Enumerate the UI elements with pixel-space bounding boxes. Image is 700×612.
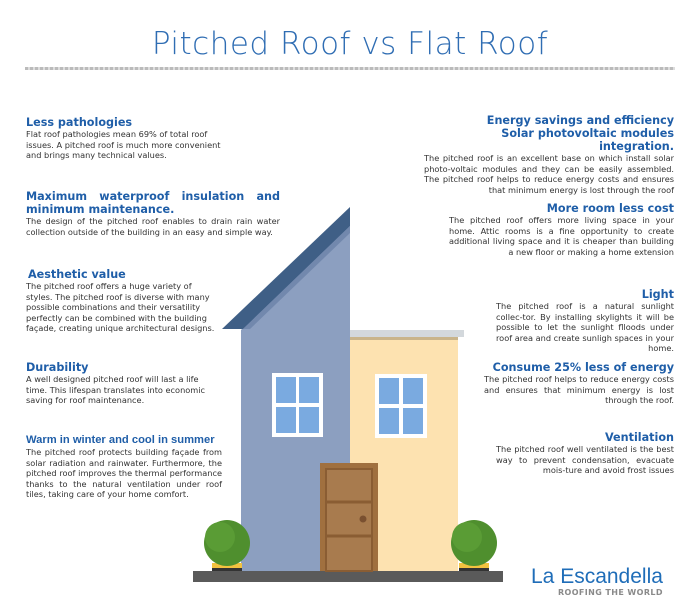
benefit-heading: Durability — [26, 361, 89, 374]
benefit-heading: More room less cost — [546, 202, 674, 215]
benefit-waterproof: Maximum waterproof insulation and minimu… — [26, 190, 280, 237]
benefit-consume-less: Consume 25% less of energy The pitched r… — [484, 361, 674, 406]
benefit-heading: Maximum waterproof insulation and minimu… — [26, 190, 280, 216]
brand-tagline: ROOFING THE WORLD — [557, 588, 663, 597]
benefit-more-room: More room less cost The pitched roof off… — [449, 202, 674, 257]
bush-left — [204, 520, 250, 571]
benefit-heading: Ventilation — [605, 431, 674, 444]
benefit-ventilation: Ventilation The pitched roof well ventil… — [496, 431, 674, 476]
benefit-less-pathologies: Less pathologies Flat roof pathologies m… — [26, 116, 236, 161]
benefit-heading: Energy savings and efficiency Solar phot… — [486, 114, 674, 153]
benefit-body: A well designed pitched roof will last a… — [26, 374, 206, 406]
ground — [193, 571, 503, 582]
door — [320, 463, 378, 572]
title-divider — [25, 67, 675, 70]
benefit-aesthetic: Aesthetic value The pitched roof offers … — [26, 268, 216, 334]
benefit-body: The pitched roof is an excellent base on… — [424, 153, 674, 195]
brand-name: La Escandella — [531, 565, 663, 588]
bush-right — [451, 520, 497, 571]
benefit-heading: Warm in winter and cool in summer — [26, 434, 215, 446]
benefit-heading: Light — [641, 288, 674, 301]
door-knob — [359, 515, 367, 523]
benefit-body: The pitched roof helps to reduce energy … — [484, 374, 674, 406]
window-left — [272, 373, 323, 437]
benefit-body: Flat roof pathologies mean 69% of total … — [26, 129, 221, 161]
benefit-body: The pitched roof offers a huge variety o… — [26, 281, 215, 334]
benefit-body: The pitched roof offers more living spac… — [449, 215, 674, 257]
benefit-body: The pitched roof well ventilated is the … — [496, 444, 674, 476]
benefit-heading: Aesthetic value — [28, 268, 126, 281]
benefit-energy-solar: Energy savings and efficiency Solar phot… — [424, 114, 674, 195]
benefit-body: The pitched roof is a natural sunlight c… — [496, 301, 674, 354]
benefit-heading: Less pathologies — [26, 116, 133, 129]
window-right — [375, 374, 427, 438]
benefit-body: The design of the pitched roof enables t… — [26, 216, 280, 237]
benefit-durability: Durability A well designed pitched roof … — [26, 361, 218, 406]
page-title: Pitched Roof vs Flat Roof — [151, 26, 549, 62]
benefit-heading: Consume 25% less of energy — [492, 361, 674, 374]
benefit-warm-cool: Warm in winter and cool in summer The pi… — [26, 434, 222, 500]
benefit-body: The pitched roof protects building façad… — [26, 447, 222, 500]
brand-logo: La Escandella ROOFING THE WORLD — [531, 565, 663, 598]
benefit-light: Light The pitched roof is a natural sunl… — [496, 288, 674, 354]
